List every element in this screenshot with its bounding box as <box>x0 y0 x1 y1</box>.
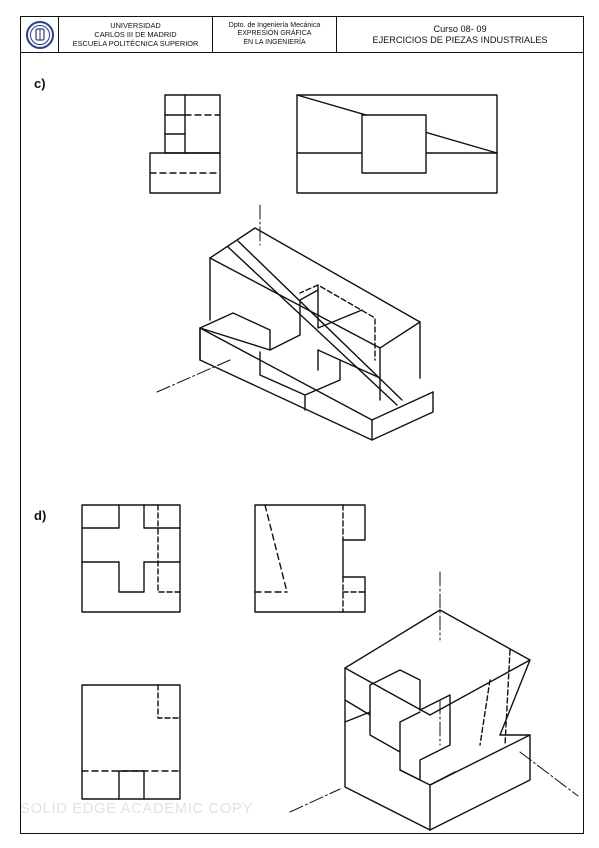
university-name: UNIVERSIDAD CARLOS III DE MADRID ESCUELA… <box>59 17 213 52</box>
d-top-view <box>81 684 181 800</box>
section-d-label: d) <box>34 508 47 523</box>
university-line: CARLOS III DE MADRID <box>94 30 177 39</box>
university-seal-icon <box>25 20 54 49</box>
department-line: EN LA INGENIERÍA <box>243 38 306 46</box>
d-isometric-view <box>289 571 579 831</box>
title-block: UNIVERSIDAD CARLOS III DE MADRID ESCUELA… <box>21 17 583 53</box>
department-line: EXPRESIÓN GRÁFICA <box>237 30 312 38</box>
course-line: Curso 08- 09 <box>433 23 487 34</box>
university-line: UNIVERSIDAD <box>110 21 161 30</box>
section-c-label: c) <box>34 76 46 91</box>
university-logo <box>21 17 59 52</box>
department-line: Dpto. de Ingeniería Mecánica <box>228 21 321 29</box>
course-title: Curso 08- 09 EJERCICIOS DE PIEZAS INDUST… <box>337 17 583 52</box>
c-front-view <box>296 94 498 194</box>
d-side-view <box>254 504 366 613</box>
department-name: Dpto. de Ingeniería Mecánica EXPRESIÓN G… <box>213 17 337 52</box>
c-isometric-view <box>156 204 434 441</box>
course-line: EJERCICIOS DE PIEZAS INDUSTRIALES <box>372 34 548 45</box>
drawing-sheet: UNIVERSIDAD CARLOS III DE MADRID ESCUELA… <box>20 16 584 834</box>
watermark: SOLID EDGE ACADEMIC COPY <box>20 800 253 817</box>
c-side-view <box>149 94 221 194</box>
university-line: ESCUELA POLITÉCNICA SUPERIOR <box>72 39 199 48</box>
d-front-view <box>81 504 181 613</box>
